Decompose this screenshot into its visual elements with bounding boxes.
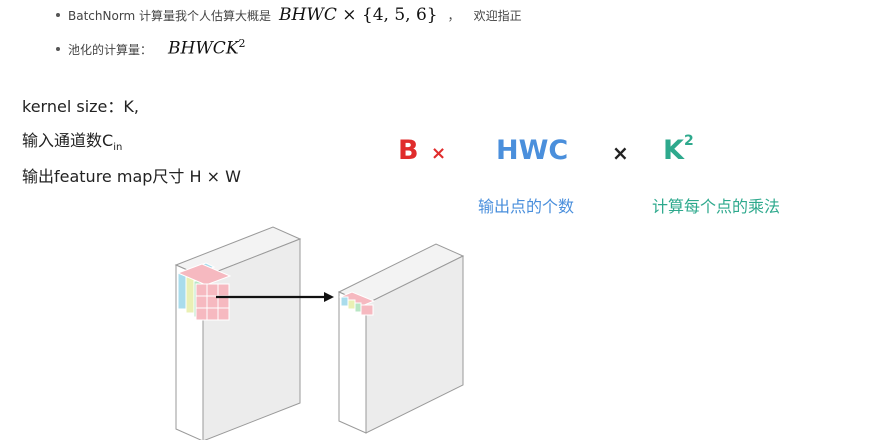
- formula-k-base: K: [663, 135, 684, 166]
- math-main: BHWC: [279, 5, 337, 25]
- k-caption: 计算每个点的乘法: [652, 197, 781, 216]
- bullet-text: BatchNorm 计算量我个人估算大概是: [68, 9, 272, 23]
- bullet-dot-icon: [56, 46, 60, 51]
- math-main: BHWCK: [168, 38, 239, 59]
- kernel-window: [176, 262, 232, 321]
- output-pixel: [338, 291, 376, 316]
- arrow-icon: [216, 292, 334, 302]
- bullet-text-after: 欢迎指正: [473, 9, 522, 23]
- formula-times-2: ×: [612, 141, 629, 165]
- formula-b: B: [398, 135, 419, 166]
- math-set: {4, 5, 6}: [361, 5, 438, 25]
- bullet-dot-icon: [56, 13, 60, 17]
- output-map-label: 输出feature map尺寸 H × W: [22, 167, 241, 186]
- tensor-illustration: [174, 226, 465, 440]
- hwc-caption: 输出点的个数: [478, 197, 575, 216]
- formula-times-1: ×: [431, 143, 447, 164]
- pooling-figure: kernel size：K, 输入通道数Cin 输出feature map尺寸 …: [0, 75, 869, 440]
- input-channels-label: 输入通道数Cin: [22, 127, 122, 153]
- formula-hwc: HWC: [496, 135, 569, 166]
- comma: ，: [447, 9, 460, 23]
- math-sup: 2: [238, 37, 246, 50]
- formula-k-sup: 2: [683, 133, 694, 149]
- formula-k: K2: [663, 133, 694, 166]
- input-channels-text: 输入通道数C: [22, 131, 114, 150]
- bullet-pooling: 池化的计算量： BHWCK2: [56, 37, 246, 59]
- math-expression: BHWCK2: [168, 37, 246, 59]
- output-tensor-block: [337, 243, 465, 434]
- kernel-size-label: kernel size：K,: [22, 97, 139, 116]
- math-times: ×: [342, 5, 357, 25]
- input-channels-sub: in: [113, 142, 123, 154]
- input-tensor-block: [174, 226, 302, 440]
- bullet-batchnorm: BatchNorm 计算量我个人估算大概是 BHWC × {4, 5, 6} ，…: [56, 5, 522, 25]
- bullet-text: 池化的计算量：: [68, 42, 153, 57]
- math-expression: BHWC × {4, 5, 6}: [279, 5, 438, 25]
